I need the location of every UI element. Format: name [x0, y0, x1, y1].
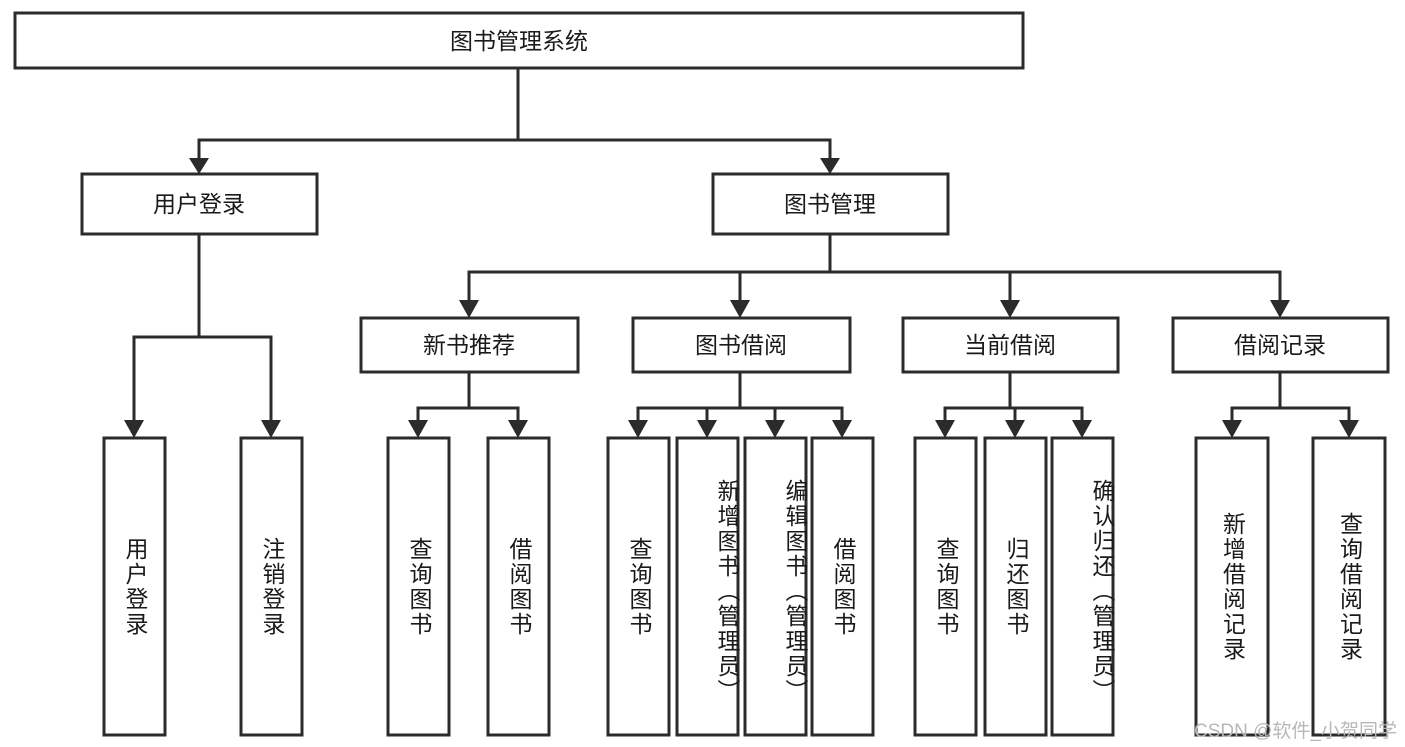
arrowhead-leaf-logout — [261, 420, 281, 438]
leaf-add-book-box[interactable] — [675, 436, 740, 737]
arrowhead-book-manage — [820, 158, 840, 174]
arrowhead-book-borrow — [730, 300, 750, 318]
node-new-book-recommend[interactable]: 新书推荐 — [359, 316, 580, 374]
arrowhead-borrow-record — [1270, 300, 1290, 318]
arrowhead-leaf-query-book-1 — [408, 420, 428, 438]
leaf-user-login-box[interactable] — [102, 436, 167, 737]
arrowhead-leaf-user-login — [124, 420, 144, 438]
arrowhead-leaf-query-record — [1339, 420, 1359, 438]
leaf-logout-box[interactable] — [239, 436, 304, 737]
node-new-book-recommend-box[interactable] — [359, 316, 580, 374]
node-user-login-label: 用户登录 — [153, 191, 245, 217]
node-book-manage-label: 图书管理 — [784, 191, 876, 217]
arrowhead-leaf-borrow-book-1 — [508, 420, 528, 438]
node-current-borrow[interactable]: 当前借阅 — [901, 316, 1120, 374]
node-root-box[interactable] — [13, 11, 1025, 70]
arrowhead-leaf-return-book — [1005, 420, 1025, 438]
node-current-borrow-label: 当前借阅 — [964, 332, 1056, 358]
node-book-manage[interactable]: 图书管理 — [711, 172, 950, 236]
arrowhead-leaf-confirm-return — [1072, 420, 1092, 438]
leaf-return-book-box[interactable] — [983, 436, 1048, 737]
node-borrow-record[interactable]: 借阅记录 — [1171, 316, 1390, 374]
connectors — [124, 66, 1359, 438]
watermark-text: CSDN @软件_小贺同学 — [1194, 721, 1397, 742]
node-borrow-record-box[interactable] — [1171, 316, 1390, 374]
node-user-login-box[interactable] — [80, 172, 319, 236]
arrowhead-leaf-add-record — [1222, 420, 1242, 438]
arrowhead-leaf-borrow-book-2 — [832, 420, 852, 438]
node-root[interactable]: 图书管理系统 — [13, 11, 1025, 70]
leaf-query-book-3-box[interactable] — [913, 436, 978, 737]
arrowhead-leaf-add-book — [697, 420, 717, 438]
node-root-label: 图书管理系统 — [450, 28, 588, 54]
arrowhead-leaf-query-book-3 — [935, 420, 955, 438]
arrowhead-current-borrow — [1000, 300, 1020, 318]
arrowhead-new-book-recommend — [459, 300, 479, 318]
node-borrow-record-label: 借阅记录 — [1234, 332, 1326, 358]
leaf-borrow-book-1-box[interactable] — [486, 436, 551, 737]
node-user-login[interactable]: 用户登录 — [80, 172, 319, 236]
node-book-manage-box[interactable] — [711, 172, 950, 236]
node-current-borrow-box[interactable] — [901, 316, 1120, 374]
leaf-borrow-book-2-box[interactable] — [810, 436, 875, 737]
leaf-confirm-return-box[interactable] — [1050, 436, 1115, 737]
node-book-borrow-box[interactable] — [631, 316, 852, 374]
leaf-query-record-box[interactable] — [1311, 436, 1387, 737]
node-book-borrow[interactable]: 图书借阅 — [631, 316, 852, 374]
leaf-add-record-box[interactable] — [1194, 436, 1270, 737]
node-new-book-recommend-label: 新书推荐 — [423, 332, 515, 358]
node-book-borrow-label: 图书借阅 — [695, 332, 787, 358]
leaf-query-book-1-box[interactable] — [386, 436, 451, 737]
leaf-query-book-2-box[interactable] — [606, 436, 671, 737]
leaf-boxes — [102, 436, 1387, 737]
leaf-edit-book-box[interactable] — [743, 436, 808, 737]
arrowhead-leaf-query-book-2 — [628, 420, 648, 438]
arrowhead-leaf-edit-book — [765, 420, 785, 438]
arrowhead-user-login — [189, 158, 209, 174]
